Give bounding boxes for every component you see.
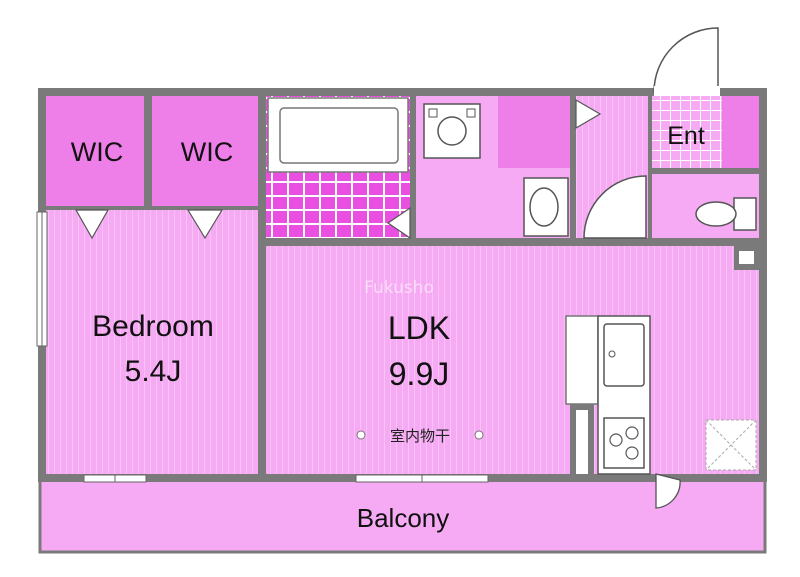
entrance-door-swing	[653, 27, 719, 93]
entrance-door-gap	[654, 86, 720, 96]
wic-label-right: WIC	[181, 137, 233, 167]
balcony-area	[38, 478, 767, 554]
entrance-label: Ent	[667, 122, 705, 150]
washer-outlet-2	[466, 108, 476, 118]
bedroom-area	[46, 210, 258, 474]
closet-door-icon	[186, 209, 224, 240]
fridge-cross	[705, 419, 757, 471]
watermark: Fukusho	[364, 278, 434, 298]
balcony-label: Balcony	[357, 503, 450, 533]
bathtub-inner	[279, 107, 399, 164]
ldk-label: LDK	[388, 310, 450, 346]
stove-top	[603, 417, 645, 469]
closet-door-icon	[74, 209, 110, 240]
toilet-bowl-icon	[695, 201, 737, 227]
toilet-tank	[733, 197, 757, 231]
kitchen-counter	[565, 315, 599, 405]
drying-label: 室内物干	[390, 427, 450, 445]
bedroom-size: 5.4J	[125, 355, 182, 388]
stove-burner-icon	[625, 446, 639, 460]
balcony-door-swing	[655, 473, 681, 509]
hall-door-swing	[583, 175, 647, 239]
stove-burner-icon	[625, 426, 639, 440]
shoe-storage	[722, 96, 759, 168]
drying-rod-right-icon	[474, 430, 484, 440]
washer-outlet	[428, 108, 438, 118]
kitchen-wall-slot	[576, 410, 588, 474]
ldk-corner-notch-inner	[739, 251, 754, 264]
drying-rod-left-icon	[356, 430, 366, 440]
wic-room-left	[46, 96, 144, 206]
ldk-size: 9.9J	[389, 356, 449, 392]
washbasin-bowl-icon	[529, 187, 559, 227]
kitchen-sink	[603, 323, 645, 387]
wic-label-left: WIC	[71, 137, 123, 167]
storage-area	[498, 96, 570, 168]
sink-drain-icon	[608, 350, 616, 358]
bedroom-label: Bedroom	[92, 310, 214, 343]
storage-door-icon	[575, 98, 602, 130]
wic-room-right	[152, 96, 258, 206]
washer-drum-icon	[437, 116, 467, 146]
stove-burner-icon	[609, 433, 623, 447]
bath-door-icon	[386, 206, 411, 240]
entrance-area	[652, 96, 722, 168]
ldk-area	[266, 246, 759, 474]
